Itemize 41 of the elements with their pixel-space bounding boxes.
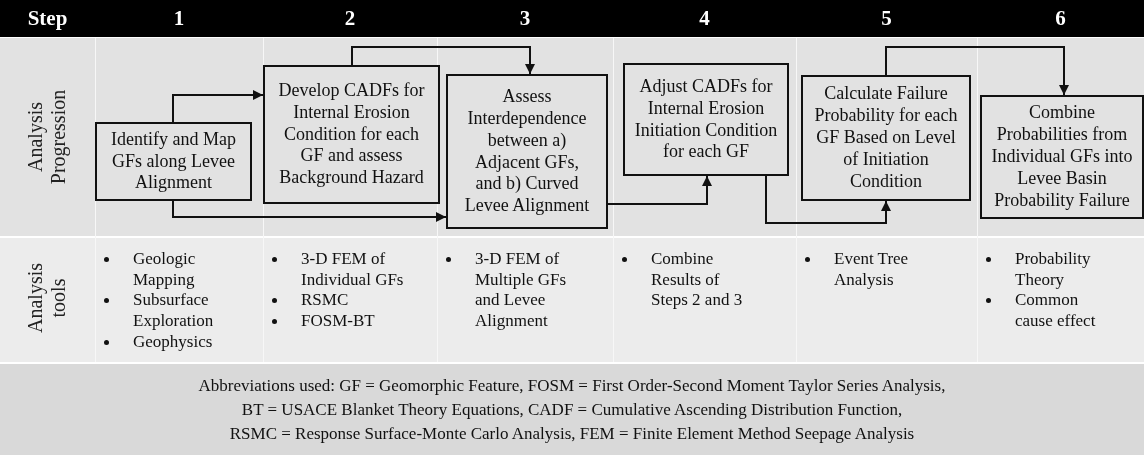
connector-arrow <box>607 175 712 205</box>
tool-item: Geologic Mapping <box>133 249 197 291</box>
column-heading: 6 <box>1054 5 1067 32</box>
tool-item: FOSM-BT <box>301 311 376 332</box>
tool-item: RSMC <box>301 290 350 312</box>
tool-item: Common cause effect <box>1015 290 1097 332</box>
tool-item: 3-D FEM of Individual GFs <box>301 249 405 291</box>
process-text: Calculate Failure Probability for each GF Based on Level of Initiation Condition <box>813 83 959 193</box>
process-text: Combine Probabilities from Individual GFs into Levee Basin Probability Failure <box>990 102 1134 212</box>
tool-item: 3-D FEM of Multiple GFs and Levee Alignment <box>475 249 568 332</box>
process-text: Identify and Map GFs along Levee Alignment <box>110 128 237 195</box>
tool-item: Subsurface Exploration <box>133 290 215 332</box>
tool-item: Event Tree Analysis <box>834 249 910 291</box>
row-heading: Analysis Progression <box>24 88 70 187</box>
row-heading: Analysis tools <box>24 262 70 335</box>
process-box <box>623 63 789 176</box>
connector-arrow <box>885 46 1069 96</box>
process-text: Develop CADFs for Internal Erosion Condition for each GF and assess Background Hazard <box>277 79 426 190</box>
column-heading: Step <box>26 5 69 32</box>
abbreviation-note: RSMC = Response Surface-Monte Carlo Analysis, FEM = Finite Element Method Seepage Analysis <box>228 424 916 444</box>
column-heading: 4 <box>698 5 711 32</box>
process-box <box>263 65 440 204</box>
connector-arrow <box>765 175 891 224</box>
process-box <box>95 122 252 201</box>
process-box <box>446 74 608 229</box>
tool-item: Combine Results of Steps 2 and 3 <box>651 249 744 312</box>
process-box <box>801 75 971 201</box>
abbreviation-note: BT = USACE Blanket Theory Equations, CADF = Cumulative Ascending Distribution Function, <box>240 400 904 420</box>
connector-arrow <box>351 46 535 75</box>
connector-arrow <box>172 90 264 123</box>
process-box <box>980 95 1144 219</box>
connector-arrow <box>172 200 447 222</box>
tool-item: Probability Theory <box>1015 249 1092 291</box>
column-heading: 1 <box>172 5 186 32</box>
process-text: Adjust CADFs for Internal Erosion Initiation Condition for each GF <box>633 75 779 164</box>
abbreviation-note: Abbreviations used: GF = Geomorphic Feature, FOSM = First Order-Second Moment Taylor Series Analysis, <box>197 376 947 396</box>
column-heading: 3 <box>518 5 532 32</box>
process-text: Assess Interdependence between a) Adjacent GFs, and b) Curved Levee Alignment <box>463 85 591 218</box>
column-heading: 5 <box>880 5 893 32</box>
column-heading: 2 <box>343 5 357 32</box>
tool-item: Geophysics <box>133 331 214 353</box>
